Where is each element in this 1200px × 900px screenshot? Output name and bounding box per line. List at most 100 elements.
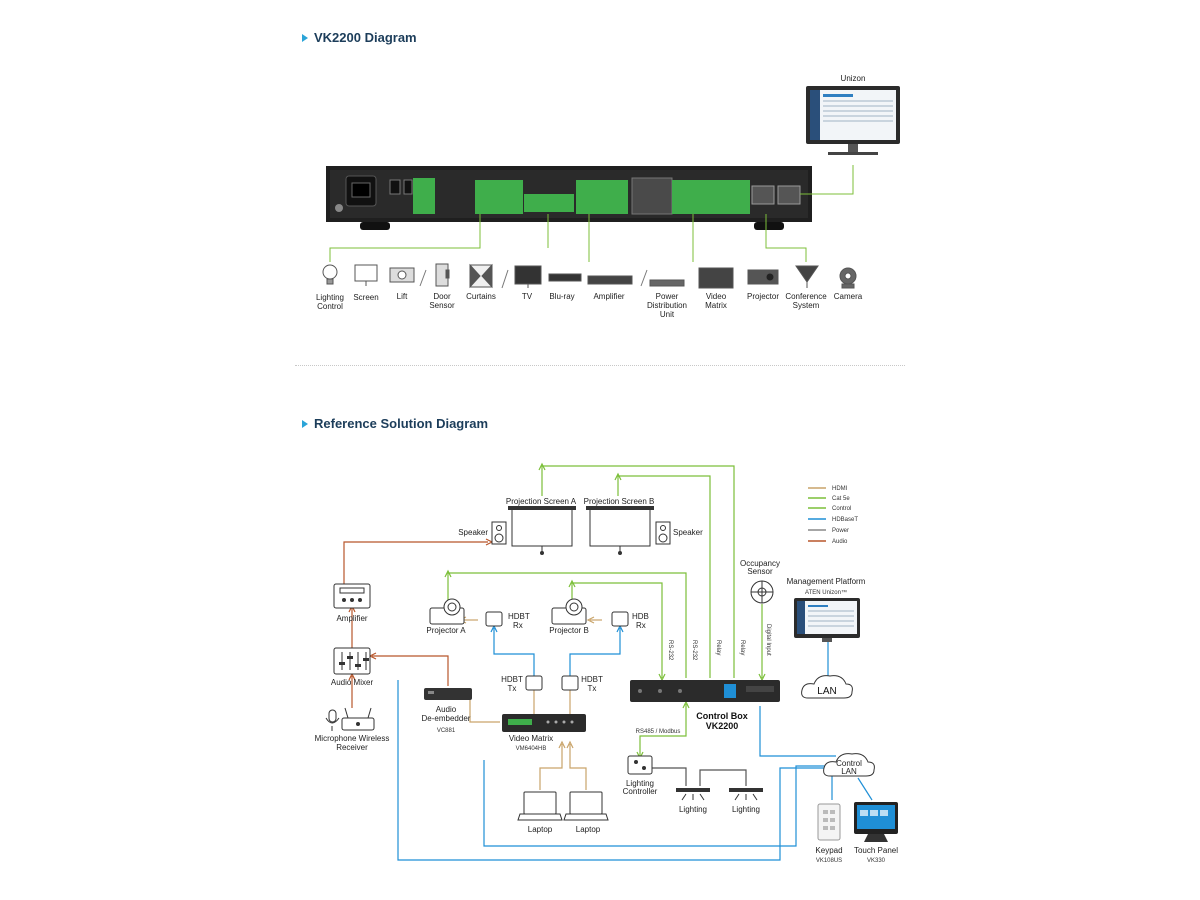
lighting-controller-label: Lighting — [626, 779, 654, 788]
connection-lines — [343, 462, 873, 861]
section-divider — [295, 365, 905, 366]
relay-1-label: Relay — [715, 640, 721, 655]
triangle-bullet-icon — [302, 419, 308, 428]
relay-2-label: Relay — [739, 640, 745, 655]
audio-deembedder-icon — [424, 688, 472, 700]
legend-label-control: Control — [832, 506, 851, 512]
control-box-label: Control Box — [696, 711, 748, 721]
svg-text:Blu-ray: Blu-ray — [549, 292, 574, 301]
device-label: Lighting — [316, 293, 344, 302]
occupancy-sensor-icon — [750, 580, 774, 604]
lightbulb-icon — [322, 264, 338, 285]
device-label: Door — [433, 292, 451, 301]
device-label: Matrix — [705, 301, 727, 310]
svg-text:Screen: Screen — [353, 293, 378, 302]
legend-label-audio: Audio — [832, 539, 848, 545]
legend: HDMI Cat 5e Control HDBaseT Power Audio — [808, 486, 858, 545]
vk2200-diagram: Unizon — [316, 74, 900, 319]
svg-text:TV: TV — [522, 292, 533, 301]
tv-icon — [514, 265, 542, 288]
speaker-left-label: Speaker — [458, 528, 488, 537]
touch-panel-label: Touch Panel — [854, 846, 898, 855]
audio-deembedder-label: Audio — [436, 705, 457, 714]
projector-a-icon — [429, 598, 465, 625]
video-matrix-icon — [698, 267, 734, 289]
laptop-2-label: Laptop — [576, 825, 601, 834]
projector-b-icon — [551, 598, 587, 625]
projection-screen-b-label: Projection Screen B — [584, 497, 655, 506]
section-title-text: VK2200 Diagram — [314, 30, 417, 45]
laptop-icon — [517, 791, 563, 821]
door-sensor-icon — [435, 263, 450, 287]
lift-icon — [389, 267, 415, 283]
keypad-icon — [817, 803, 841, 841]
hdbt-tx-b-box — [561, 675, 579, 691]
hdbt-tx-a-box — [525, 675, 543, 691]
lighting-controller-icon — [627, 755, 653, 775]
projection-screen-a-label: Projection Screen A — [506, 497, 577, 506]
speaker-left-icon — [491, 521, 507, 545]
pdu-icon — [649, 279, 685, 287]
laptop-icon — [563, 791, 609, 821]
rs232-1-label: RS-232 — [667, 640, 673, 661]
hdbt-tx-a-label: HDBT — [501, 675, 523, 684]
camera-icon — [839, 267, 857, 289]
amplifier-label: Amplifier — [336, 614, 367, 623]
vk2200-rear-panel — [326, 166, 812, 230]
unizon-label: Unizon — [841, 74, 866, 83]
projector-a-label: Projector A — [426, 626, 466, 635]
management-monitor-icon — [794, 598, 860, 642]
bluray-icon — [548, 273, 582, 282]
occupancy-sensor-label: Occupancy — [740, 559, 780, 568]
curtains-icon — [469, 263, 493, 289]
amplifier-icon — [587, 275, 633, 285]
triangle-bullet-icon — [302, 33, 308, 42]
section-title-reference: Reference Solution Diagram — [302, 416, 488, 431]
projector-icon — [747, 269, 779, 285]
lighting-fixture-icon — [676, 788, 710, 801]
lan-cloud-icon — [801, 675, 853, 699]
video-matrix-label: Video Matrix — [509, 734, 553, 743]
connector-lines — [329, 165, 854, 262]
hdbt-tx-b-label: HDBT — [581, 675, 603, 684]
lighting-controller-label: Controller — [623, 787, 658, 796]
management-platform-label: Management Platform — [787, 577, 866, 586]
lighting-2-label: Lighting — [732, 805, 760, 814]
control-lan-label: LAN — [841, 767, 857, 776]
hdbt-rx-b-label: Rx — [636, 621, 646, 630]
touch-panel-model: VK330 — [867, 858, 886, 864]
legend-label-hdmi: HDMI — [832, 486, 848, 492]
microphone-icon — [325, 709, 340, 731]
device-label: Sensor — [429, 301, 455, 310]
section-title-vk2200: VK2200 Diagram — [302, 30, 417, 45]
device-label: Unit — [660, 310, 675, 319]
hdbt-rx-b-label: HDB — [632, 612, 649, 621]
audio-mixer-label: Audio Mixer — [331, 678, 374, 687]
reference-solution-diagram: HDMI Cat 5e Control HDBaseT Power Audio — [315, 462, 898, 864]
projection-screen-a-icon — [508, 506, 576, 555]
device-label: Curtains — [466, 292, 496, 301]
hdbt-tx-a-label: Tx — [508, 684, 517, 693]
device-label: Conference — [785, 292, 827, 301]
video-matrix-model: VM6404HB — [516, 746, 547, 752]
projector-b-label: Projector B — [549, 626, 589, 635]
device-label: Projector — [747, 292, 779, 301]
device-label: Distribution — [647, 301, 687, 310]
conference-icon — [795, 265, 819, 288]
device-label: Power — [656, 292, 679, 301]
legend-label-power: Power — [832, 528, 849, 534]
lan-label: LAN — [817, 686, 836, 697]
lighting-1-label: Lighting — [679, 805, 707, 814]
device-label: Video — [706, 292, 727, 301]
control-box-label: VK2200 — [706, 721, 739, 731]
